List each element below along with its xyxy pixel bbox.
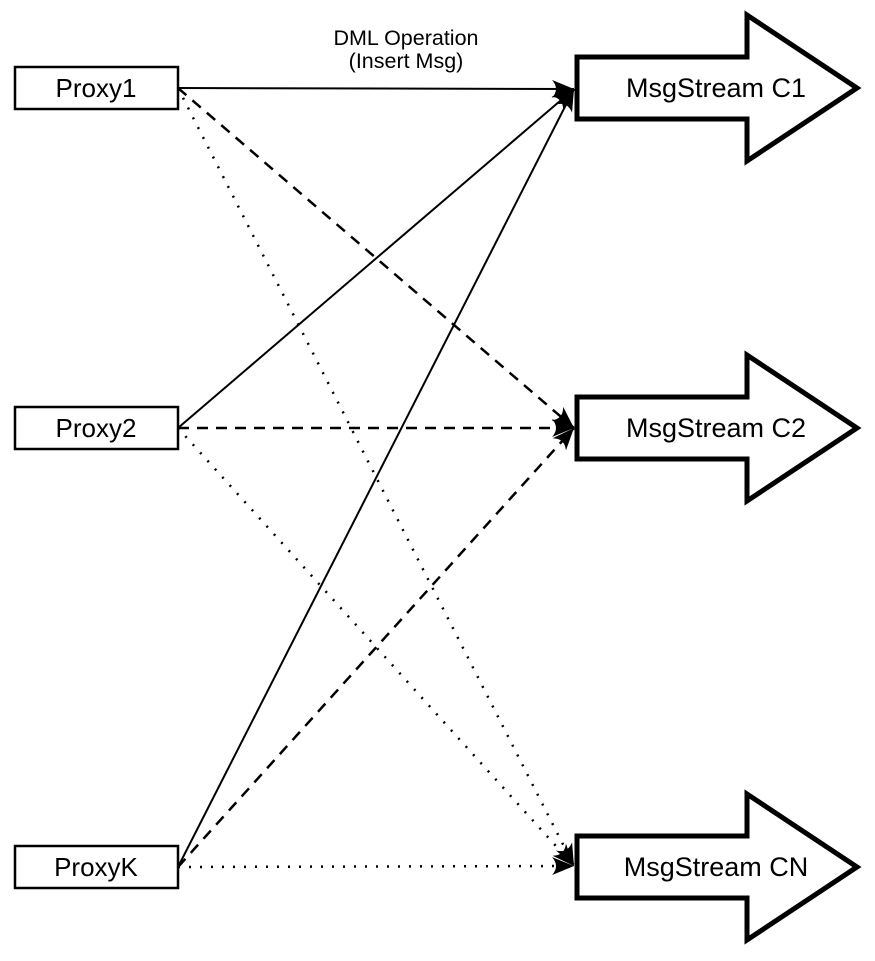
edge-proxyk-c2 [177, 427, 575, 868]
block-arrow-shape-c1 [574, 10, 862, 166]
diagram-title-line1: DML Operation [334, 26, 479, 50]
proxy-label-1: Proxy1 [56, 73, 137, 103]
proxy-box-1 [13, 65, 180, 111]
proxy-label-2: Proxy2 [56, 413, 137, 443]
edge-proxy1-c1 [177, 79, 575, 98]
edge-proxy1-cn [176, 87, 576, 867]
edges-group [176, 79, 576, 876]
block-arrow-shape-cn [574, 789, 862, 945]
block-arrow-shape-c2 [574, 350, 862, 506]
proxy-node-2: Proxy2 [13, 405, 180, 451]
proxy-label-k: ProxyK [54, 852, 138, 882]
proxy-node-k: ProxyK [13, 844, 180, 890]
stream-label-c1: MsgStream C1 [626, 73, 806, 103]
stream-label-c2: MsgStream C2 [626, 413, 806, 443]
proxy-node-1: Proxy1 [13, 65, 180, 111]
edge-proxyk-cn [177, 857, 575, 876]
edge-proxy2-c1 [177, 88, 575, 429]
stream-label-cn: MsgStream CN [624, 852, 809, 882]
diagram-title: DML Operation (Insert Msg) [334, 26, 479, 73]
stream-node-cn: MsgStream CN [574, 789, 862, 945]
stream-node-c1: MsgStream C1 [574, 10, 862, 166]
diagram-title-line2: (Insert Msg) [349, 49, 464, 73]
edge-proxyk-c1 [177, 88, 575, 868]
stream-node-c2: MsgStream C2 [574, 350, 862, 506]
edge-proxy1-c2 [177, 87, 575, 429]
